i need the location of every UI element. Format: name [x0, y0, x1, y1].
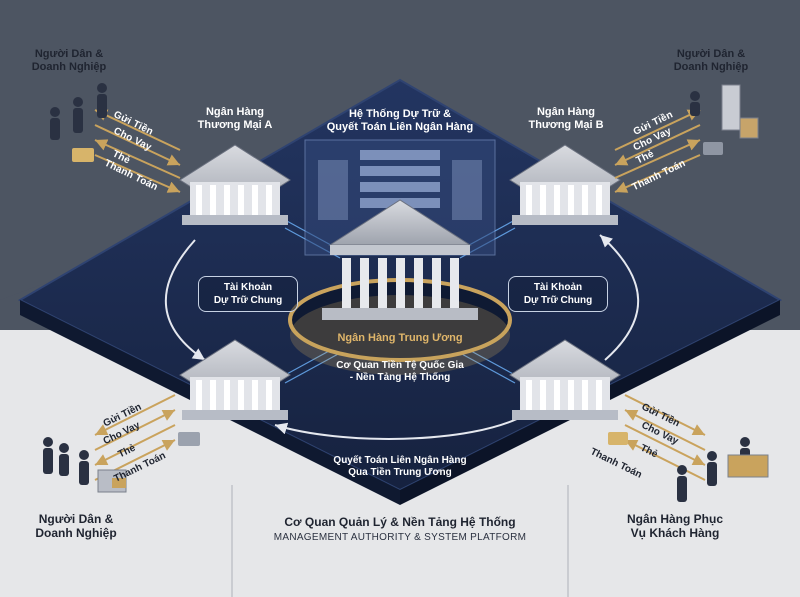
office-building-icon	[721, 84, 759, 139]
card-icon	[72, 148, 94, 162]
party-top-left-line1: Người Dân &	[34, 48, 104, 60]
settlement-line2: Qua Tiền Trung Ương	[348, 467, 452, 478]
person-icon	[43, 437, 89, 485]
party-bottom-right-line1: Ngân Hàng Phục Vụ Khách Hàng	[626, 512, 723, 540]
party-top-right-line2: Doanh Nghiệp	[673, 61, 749, 73]
footer-subtitle: Management Authority & System Platform	[273, 532, 527, 543]
reserve-account-left: Tài Khoản Dự Trữ Chung	[198, 276, 298, 312]
central-sub-line1: Cơ Quan Tiền Tệ Quốc Gia	[336, 360, 464, 371]
card-icon	[703, 142, 723, 155]
reserve-left-line1: Tài Khoản	[223, 282, 273, 293]
system-title-line1: Hệ Thống Dự Trữ &	[348, 108, 452, 120]
bank-b-label-line2: Thương Mại B	[528, 119, 604, 131]
central-bank-building	[322, 199, 478, 320]
reserve-account-right: Tài Khoản Dự Trữ Chung	[508, 276, 608, 312]
party-top-right: Người Dân & Doanh Nghiệp	[666, 48, 756, 74]
bank-bottom-right-building	[509, 339, 621, 420]
party-top-left: Người Dân & Doanh Nghiệp	[24, 48, 114, 74]
bank-a-building	[179, 144, 291, 225]
bank-bottom-left-building	[179, 339, 291, 420]
footer: Cơ Quan Quản Lý & Nền Tảng Hệ Thống Mana…	[245, 515, 555, 544]
settlement-line1: Quyết Toán Liên Ngân Hàng	[333, 455, 467, 466]
central-sub-line2: - Nền Tảng Hệ Thống	[349, 372, 451, 383]
party-bottom-left-line1: Người Dân &	[38, 512, 114, 526]
person-icon	[50, 83, 107, 140]
central-bank-label: Ngân Hàng Trung Ương	[320, 332, 480, 345]
central-bank-subtitle: Cơ Quan Tiền Tệ Quốc Gia - Nền Tảng Hệ T…	[322, 360, 478, 384]
settlement-label: Quyết Toán Liên Ngân Hàng Qua Tiền Trung…	[310, 455, 490, 479]
bank-b-label: Ngân Hàng Thương Mại B	[516, 106, 616, 132]
card-icon	[608, 432, 628, 445]
bank-a-label-line2: Thương Mại A	[197, 119, 273, 131]
person-icon	[690, 91, 700, 116]
party-bottom-right: Ngân Hàng Phục Vụ Khách Hàng	[620, 512, 730, 540]
system-title: Hệ Thống Dự Trữ & Quyết Toán Liên Ngân H…	[316, 108, 484, 134]
reserve-right-line1: Tài Khoản	[533, 282, 583, 293]
bank-a-label: Ngân Hàng Thương Mại A	[185, 106, 285, 132]
party-top-right-line1: Người Dân &	[676, 48, 746, 60]
reserve-left-line2: Dự Trữ Chung	[213, 295, 283, 306]
bank-b-label-line1: Ngân Hàng	[536, 106, 596, 118]
party-top-left-line2: Doanh Nghiệp	[31, 61, 107, 73]
party-bottom-left: Người Dân & Doanh Nghiệp	[26, 512, 126, 540]
reserve-right-line2: Dự Trữ Chung	[523, 295, 593, 306]
cash-icon	[97, 469, 127, 493]
footer-title: Cơ Quan Quản Lý & Nền Tảng Hệ Thống	[284, 515, 516, 529]
bank-a-label-line1: Ngân Hàng	[205, 106, 265, 118]
bank-b-building	[509, 144, 621, 225]
party-bottom-left-line2: Doanh Nghiệp	[35, 526, 117, 540]
system-title-line2: Quyết Toán Liên Ngân Hàng	[326, 121, 474, 133]
card-icon	[178, 432, 200, 446]
central-bank-title: Ngân Hàng Trung Ương	[337, 332, 463, 344]
